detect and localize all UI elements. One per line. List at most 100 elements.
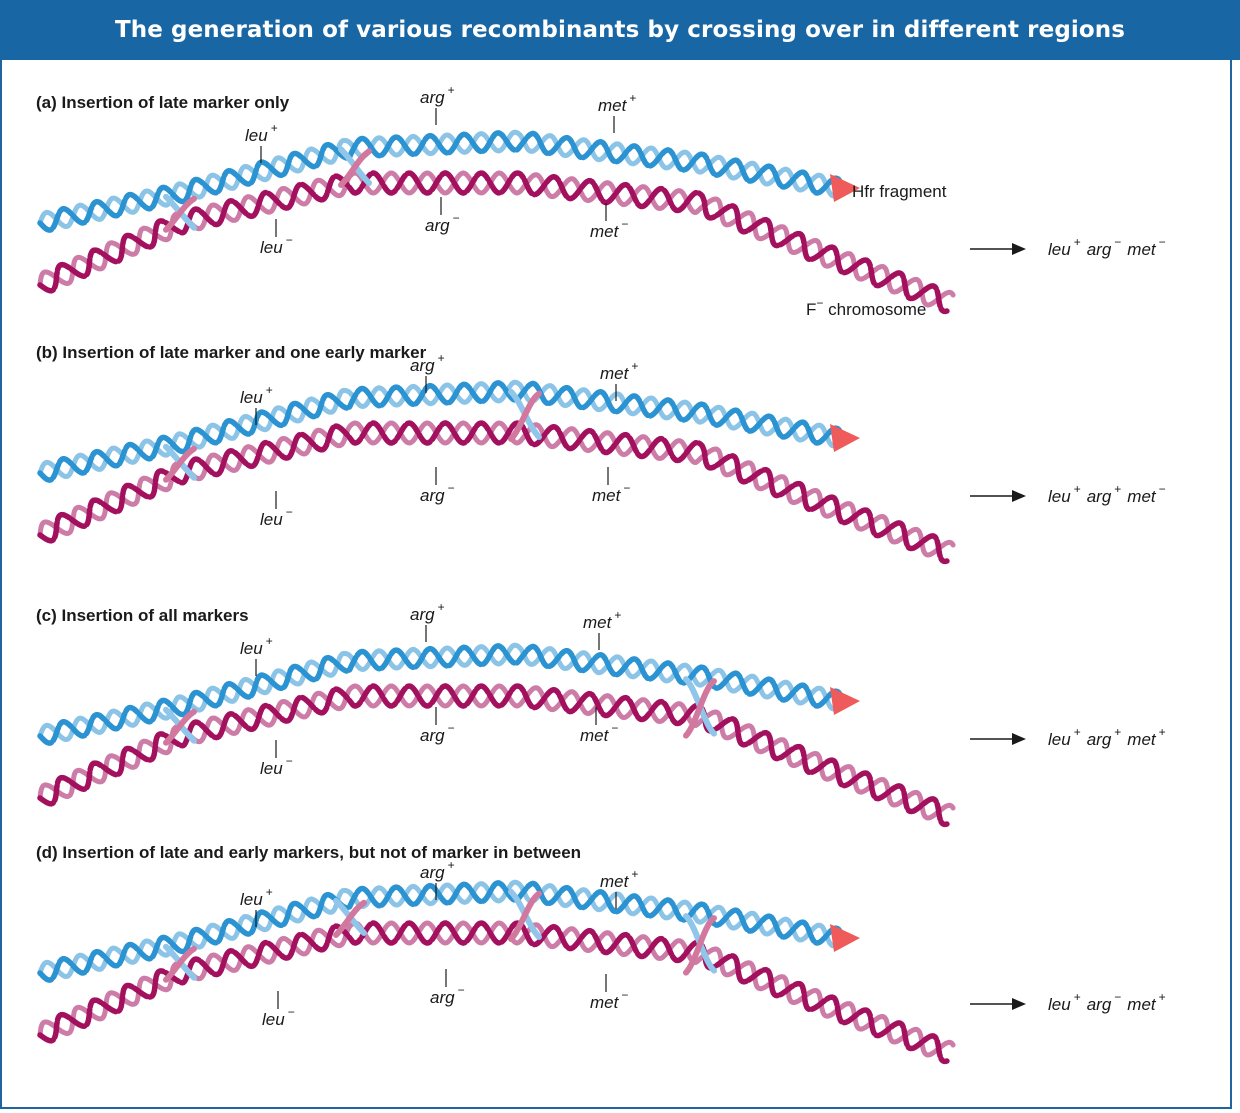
gene-label: arg+ [410,600,445,624]
gene-name: met [583,613,613,632]
gene-sign: + [614,608,621,622]
panel-c: (c) Insertion of all markers leu+arg+met… [36,600,1166,828]
gene-sign: − [453,211,460,225]
result-arrow-icon [1012,998,1026,1010]
hfr-fragment-helix [37,642,844,746]
gene-sign: − [621,988,628,1002]
gene-label: leu+ [240,634,273,658]
genotype-text: leu+arg−met− [1048,235,1166,259]
gene-sign: − [288,1005,295,1019]
hfr-marker-met: met+ [600,867,638,909]
panel-b: (b) Insertion of late marker and one ear… [36,343,1166,565]
crossover-magenta-strand [163,708,197,746]
hfr-marker-arg: arg+ [420,858,455,900]
genotype-text: leu+arg−met+ [1048,990,1166,1014]
hfr-marker-met: met+ [583,608,621,650]
f-marker-arg: arg− [430,969,465,1007]
crossover-junction [508,888,542,942]
gene-sign: − [621,217,628,231]
hfr-marker-arg: arg+ [410,351,445,393]
panel-title: (b) Insertion of late marker and one ear… [36,343,427,362]
gene-sign: − [458,983,465,997]
crossover-junction [683,913,717,976]
hfr-fragment-arrowhead [830,687,860,715]
crossover-junction [333,897,367,938]
genotype-gene: met [1127,730,1157,749]
f-marker-arg: arg− [420,707,455,745]
gene-name: leu [240,639,263,658]
hfr-fragment-arrowhead [830,424,860,452]
f-marker-leu: leu− [260,219,293,257]
hfr-fragment-helix [37,879,844,983]
crossover-junction [163,443,197,483]
crossover-junction [338,146,372,188]
genotype-sign: − [1114,235,1121,249]
f-marker-met: met− [592,467,630,505]
gene-label: met+ [600,359,638,383]
gene-label: met+ [600,867,638,891]
gene-sign: − [286,233,293,247]
gene-sign: + [631,867,638,881]
gene-label: leu− [260,505,293,529]
hfr-marker-arg: arg+ [410,600,445,642]
gene-name: arg [420,863,445,882]
gene-label: met− [592,481,630,505]
genotype-gene: met [1127,240,1157,259]
panel-a: (a) Insertion of late marker only leu+ar… [36,83,1166,315]
genotype-gene: arg [1087,240,1112,259]
gene-label: leu+ [240,885,273,909]
gene-label: leu− [260,754,293,778]
f-chromosome-helix-front-strand [37,170,950,315]
hfr-fragment-helix-front-strand [37,130,844,233]
hfr-fragment-label: Hfr fragment [852,182,947,201]
genotype-sign: − [1159,235,1166,249]
gene-sign: − [611,721,618,735]
f-label-prefix: F [806,300,816,319]
gene-sign: + [438,351,445,365]
f-label-suffix: chromosome [823,300,926,319]
gene-name: met [600,364,630,383]
gene-name: met [580,726,610,745]
genotype-gene: met [1127,487,1157,506]
genotype-sign: + [1159,725,1166,739]
genotype-sign: − [1114,990,1121,1004]
gene-name: leu [240,890,263,909]
genotype-gene: arg [1087,995,1112,1014]
panel-d: (d) Insertion of late and early markers,… [36,843,1166,1065]
genotype-text: leu+arg+met− [1048,482,1166,506]
genotype-sign: + [1074,482,1081,496]
recombinant-genotype: leu+arg+met− [970,482,1166,506]
crossover-magenta-strand [163,945,197,983]
gene-sign: + [266,634,273,648]
genotype-sign: + [1074,990,1081,1004]
f-marker-arg: arg− [420,467,455,505]
gene-label: arg− [430,983,465,1007]
gene-label: arg− [425,211,460,235]
gene-name: arg [410,605,435,624]
gene-label: arg− [420,481,455,505]
gene-label: leu+ [245,121,278,145]
result-arrow-icon [1012,243,1026,255]
gene-name: arg [420,726,445,745]
hfr-marker-leu: leu+ [245,121,278,163]
gene-sign: + [448,858,455,872]
hfr-fragment-helix [37,129,844,233]
gene-sign: + [271,121,278,135]
hfr-marker-arg: arg+ [420,83,455,125]
hfr-marker-met: met+ [598,91,636,133]
crossover-junction [163,943,197,983]
gene-name: arg [430,988,455,1007]
hfr-fragment-arrowhead [830,924,860,952]
crossover-junction [163,706,197,746]
recombinant-genotype: leu+arg+met+ [970,725,1166,749]
f-marker-met: met− [580,707,618,745]
panel-title: (d) Insertion of late and early markers,… [36,843,581,862]
hfr-fragment-helix-front-strand [37,880,844,983]
gene-name: arg [420,486,445,505]
panel-title: (a) Insertion of late marker only [36,93,290,112]
gene-label: met+ [598,91,636,115]
hfr-fragment-helix-front-strand [37,380,844,483]
gene-sign: + [629,91,636,105]
